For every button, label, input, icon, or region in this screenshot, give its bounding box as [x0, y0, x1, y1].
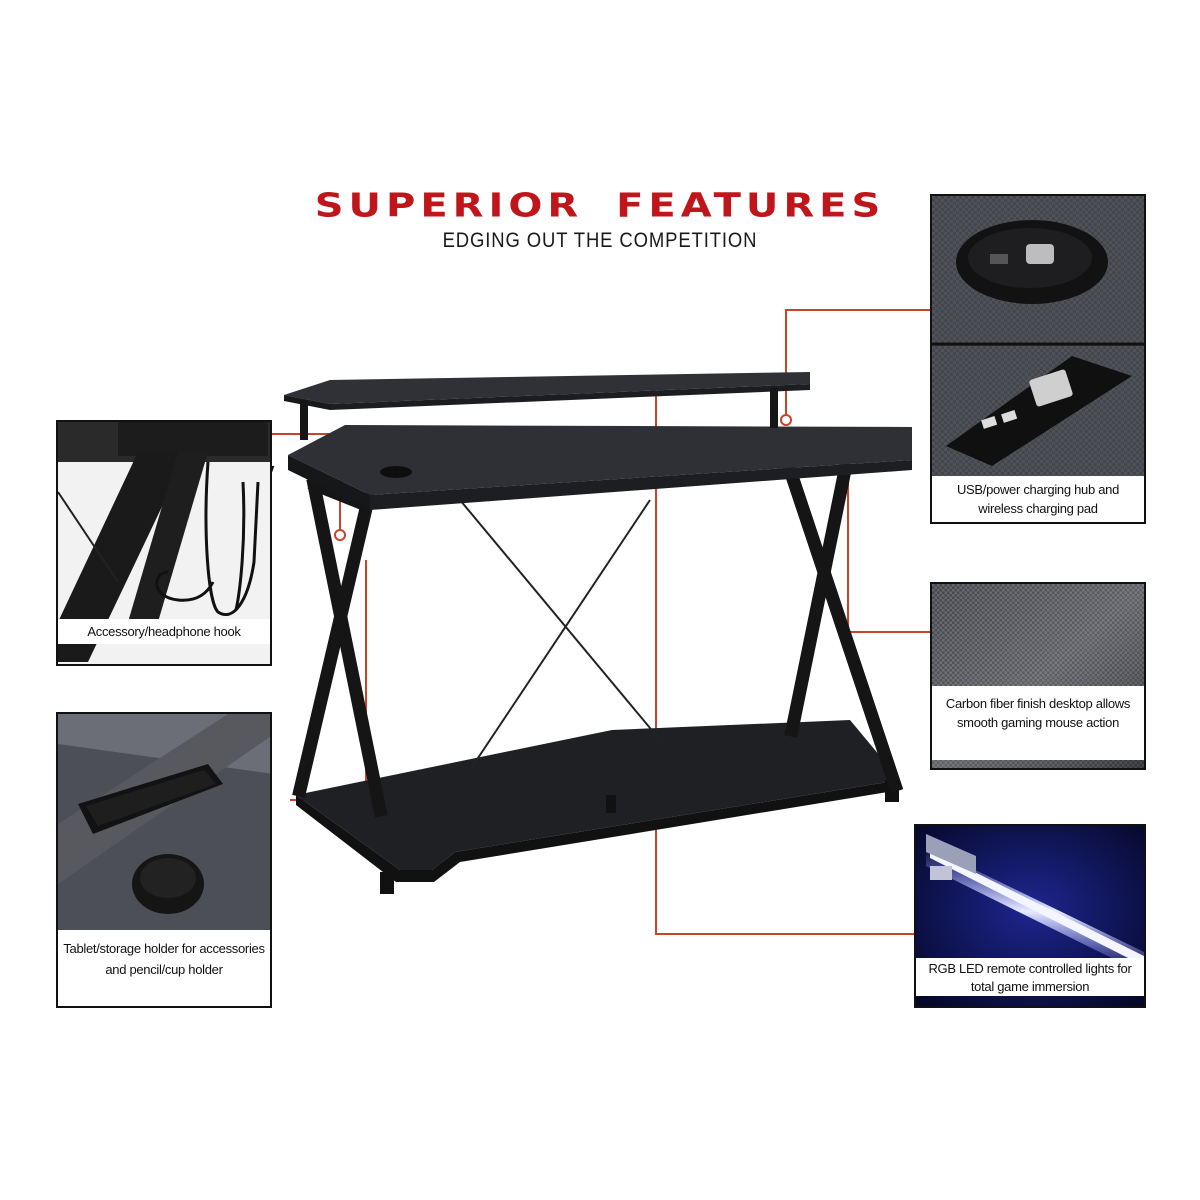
- feature-caption: RGB LED remote controlled lights for tot…: [916, 958, 1144, 996]
- callout-dot-hub: [780, 414, 792, 426]
- headphone-hook-icon: [58, 422, 270, 662]
- feature-panel-storage-holder: Tablet/storage holder for accessories an…: [56, 712, 272, 1008]
- charging-hub-icon: [932, 196, 1144, 476]
- right-leg-frame: [781, 461, 904, 794]
- feature-caption: Tablet/storage holder for accessories an…: [58, 930, 270, 1006]
- page-subtitle: EDGING OUT THE COMPETITION: [442, 229, 758, 252]
- feature-panel-carbon-fiber: Carbon fiber finish desktop allows smoot…: [930, 582, 1146, 770]
- usb-power-hub: [946, 356, 1132, 466]
- desk-top: [288, 425, 912, 495]
- desk-foot: [380, 872, 394, 894]
- feature-panel-charging-hub: USB/power charging hub and wireless char…: [930, 194, 1146, 524]
- callout-dot-hook: [334, 529, 346, 541]
- desk-foot: [606, 795, 616, 813]
- monitor-shelf: [284, 372, 810, 404]
- cup-holder-top: [380, 466, 412, 478]
- bottom-shelf: [296, 720, 900, 870]
- feature-panel-headphone-hook: Accessory/headphone hook: [56, 420, 272, 666]
- page-title: SUPERIOR FEATURES: [314, 187, 886, 225]
- feature-panel-rgb-led: RGB LED remote controlled lights for tot…: [914, 824, 1146, 1008]
- feature-caption: Accessory/headphone hook: [58, 619, 270, 644]
- feature-caption: Carbon fiber finish desktop allows smoot…: [932, 686, 1144, 760]
- feature-caption: USB/power charging hub and wireless char…: [932, 476, 1144, 522]
